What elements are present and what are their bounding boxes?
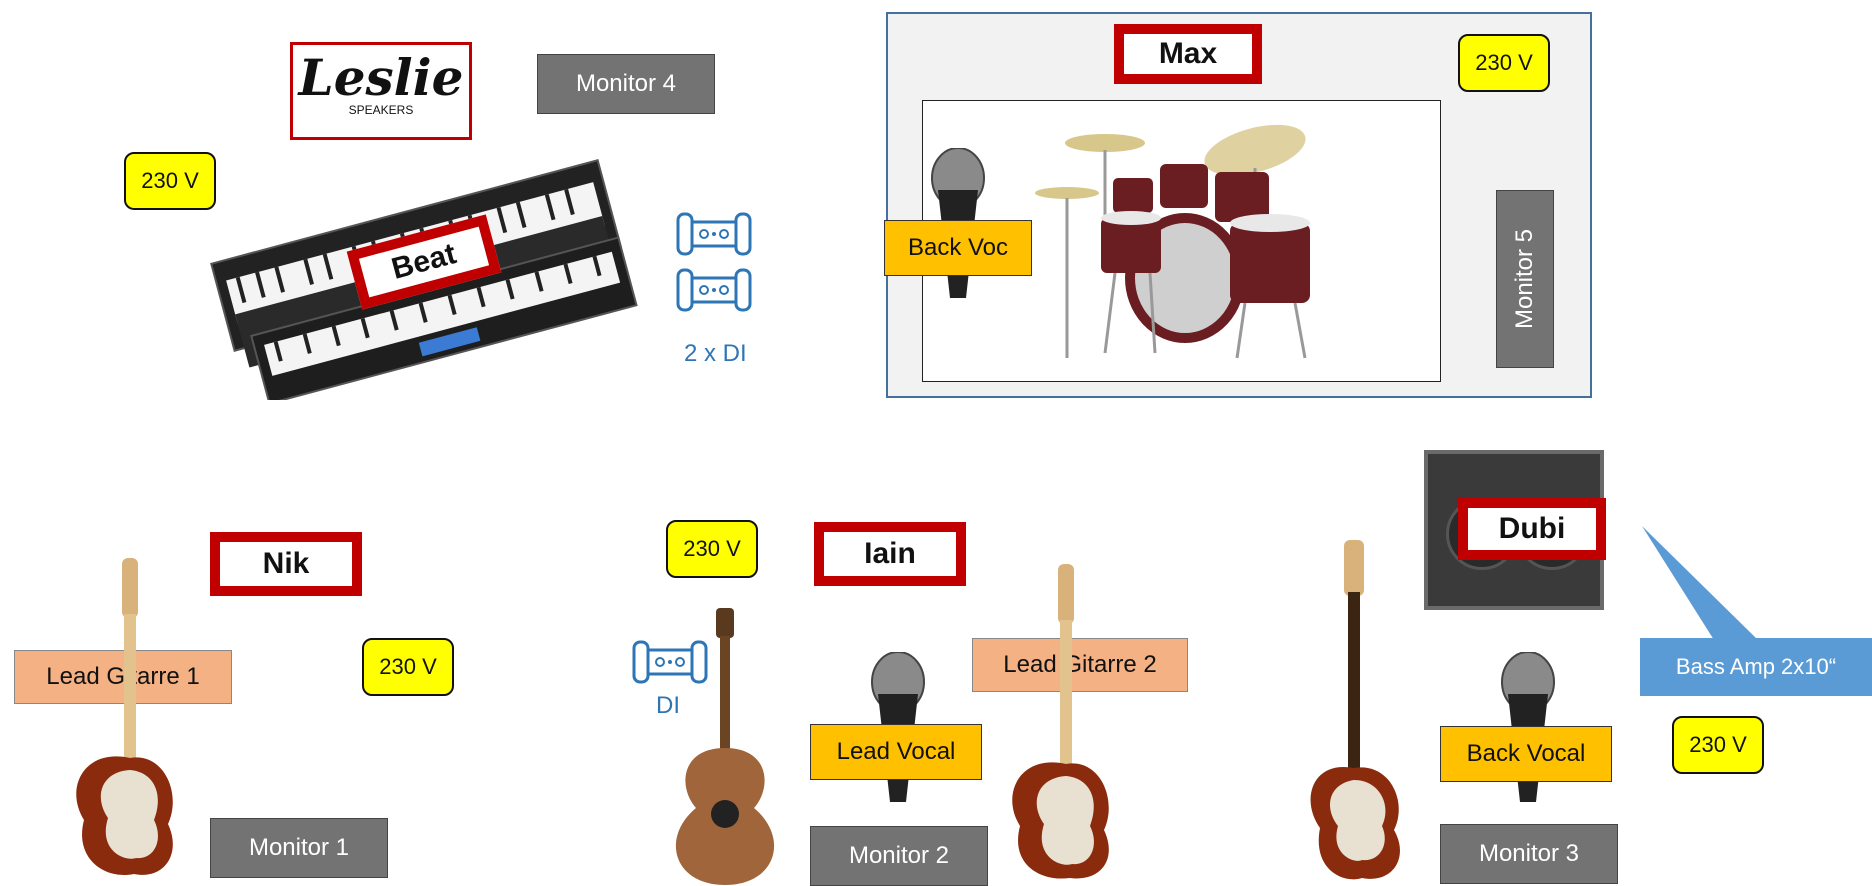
power-230v-dubi: 230 V	[1672, 716, 1764, 774]
lead-guitar-1-label: Lead Gitarre 1	[14, 650, 232, 704]
monitor-4: Monitor 4	[537, 54, 715, 114]
electric-guitar-icon	[76, 558, 173, 875]
leslie-logo-sub: SPEAKERS	[348, 103, 414, 117]
leslie-logo-text: Leslie	[298, 48, 464, 107]
electric-guitar-icon	[1012, 564, 1109, 879]
lead-vocal-label: Lead Vocal	[810, 724, 982, 780]
monitor-1: Monitor 1	[210, 818, 388, 878]
name-nik: Nik	[210, 532, 362, 596]
bass-amp-callout: Bass Amp 2x10“	[1640, 638, 1872, 696]
di-count-label: 2 x DI	[684, 340, 747, 367]
lead-guitar-2-label: Lead Gitarre 2	[972, 638, 1188, 692]
monitor-3: Monitor 3	[1440, 824, 1618, 884]
power-230v-drums: 230 V	[1458, 34, 1550, 92]
leslie-logo: Leslie SPEAKERS	[290, 42, 472, 140]
name-iain: Iain	[814, 522, 966, 586]
monitor-5: Monitor 5	[1496, 190, 1554, 368]
hihat	[1035, 187, 1099, 199]
power-230v-nik: 230 V	[362, 638, 454, 696]
di-box-icon	[676, 212, 752, 256]
monitor-2: Monitor 2	[810, 826, 988, 886]
power-230v-keys: 230 V	[124, 152, 216, 210]
cymbal-right	[1204, 124, 1306, 176]
bass-guitar-icon	[1310, 540, 1400, 880]
floor-tom	[1230, 223, 1310, 303]
power-230v-iain: 230 V	[666, 520, 758, 578]
drum-kit-image	[1035, 124, 1310, 359]
back-voc-label: Back Voc	[884, 220, 1032, 276]
name-dubi: Dubi	[1458, 498, 1606, 560]
cymbal-left	[1065, 134, 1145, 152]
tom-1	[1113, 178, 1153, 213]
tom-2	[1160, 164, 1208, 208]
snare	[1101, 218, 1161, 273]
monitor-5-label: Monitor 5	[1511, 228, 1539, 330]
tom-3	[1215, 172, 1269, 222]
di-label: DI	[656, 692, 680, 719]
name-max: Max	[1114, 24, 1262, 84]
back-vocal-label: Back Vocal	[1440, 726, 1612, 782]
acoustic-guitar-icon	[675, 608, 775, 885]
di-box-icon	[676, 268, 752, 312]
di-box-icon	[632, 640, 708, 684]
callout-pointer	[1642, 526, 1758, 640]
